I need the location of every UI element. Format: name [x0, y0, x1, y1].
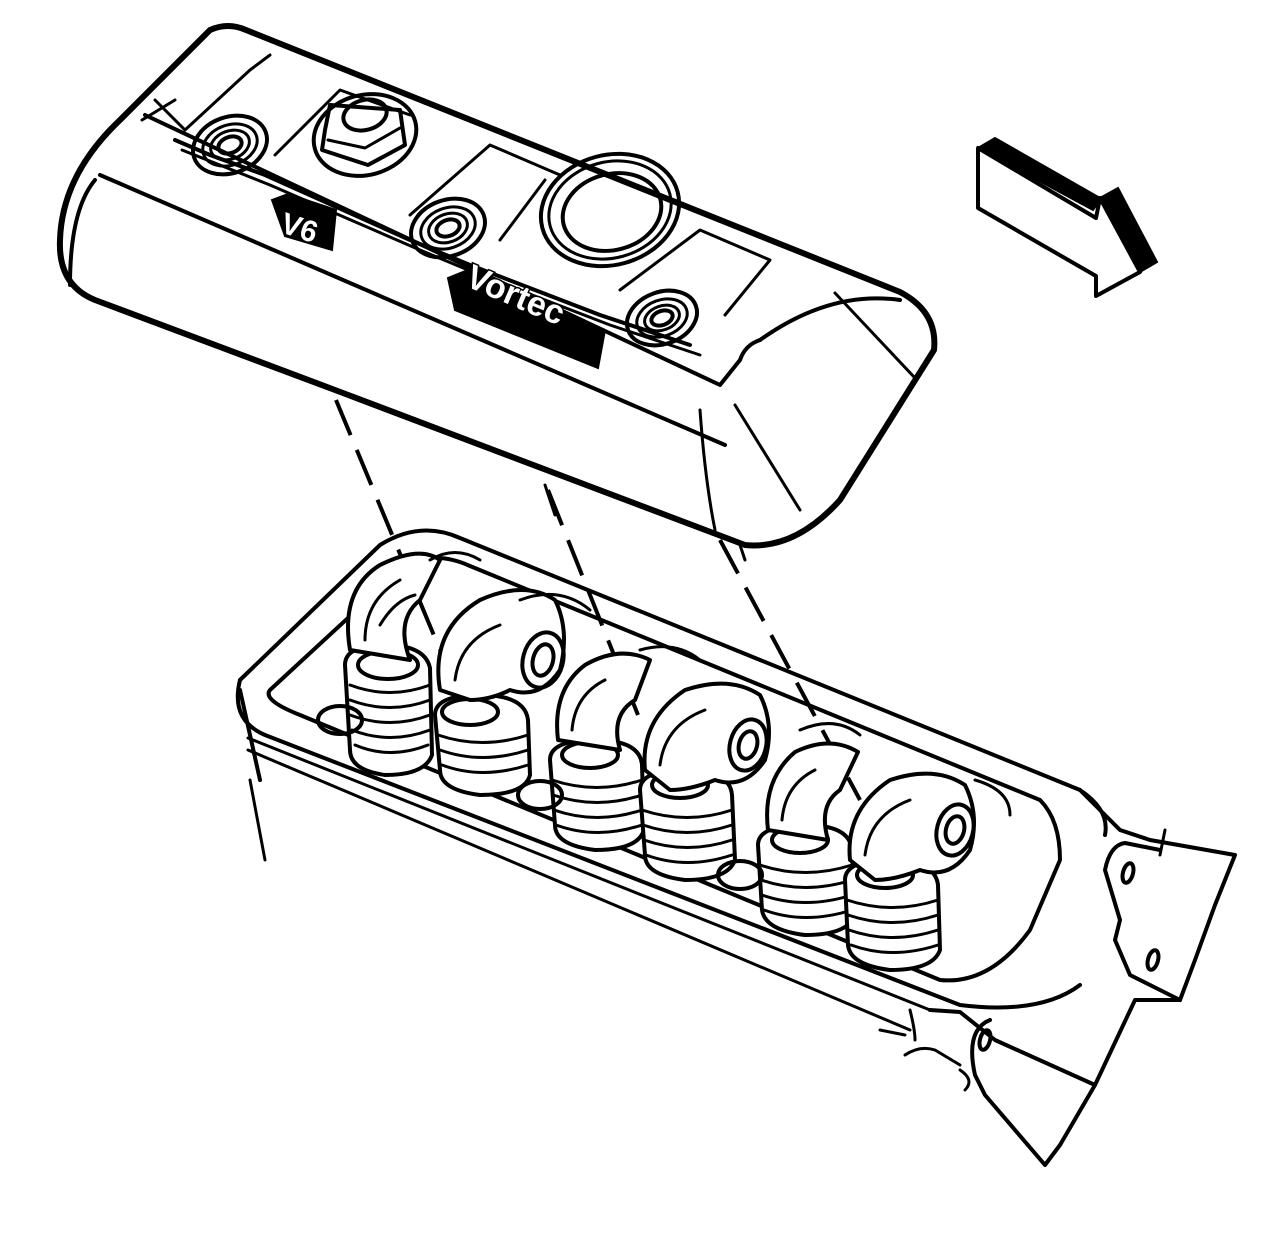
rocker-arm-4: [642, 681, 771, 792]
valve-spring-2: [433, 693, 532, 797]
valve-cover: V6 Vortec: [56, 23, 938, 562]
cylinder-head: [235, 528, 1237, 1167]
rocker-arm-1: [346, 551, 442, 662]
valve-train: [316, 551, 1012, 972]
rocker-arm-3: [555, 651, 652, 752]
bolt-boss-1: [191, 113, 269, 177]
rocker-arm-2: [436, 588, 566, 702]
pcv-grommet: [311, 92, 419, 178]
rocker-arm-6: [847, 771, 976, 882]
front-direction-arrow-icon: [975, 136, 1159, 298]
bolt-boss-2: [409, 196, 487, 260]
mounting-tab-upper: [1078, 788, 1237, 1002]
bolt-boss-3: [625, 288, 699, 348]
valve-spring-5: [756, 823, 857, 937]
valve-spring-6: [843, 858, 942, 972]
emboss-engine-badge: V6: [270, 192, 338, 252]
valve-spring-4: [638, 768, 737, 882]
oil-fill-opening: [538, 151, 682, 269]
valve-spring-3: [548, 738, 646, 852]
mounting-tab-lower: [878, 998, 1182, 1167]
rocker-arm-5: [765, 741, 860, 842]
